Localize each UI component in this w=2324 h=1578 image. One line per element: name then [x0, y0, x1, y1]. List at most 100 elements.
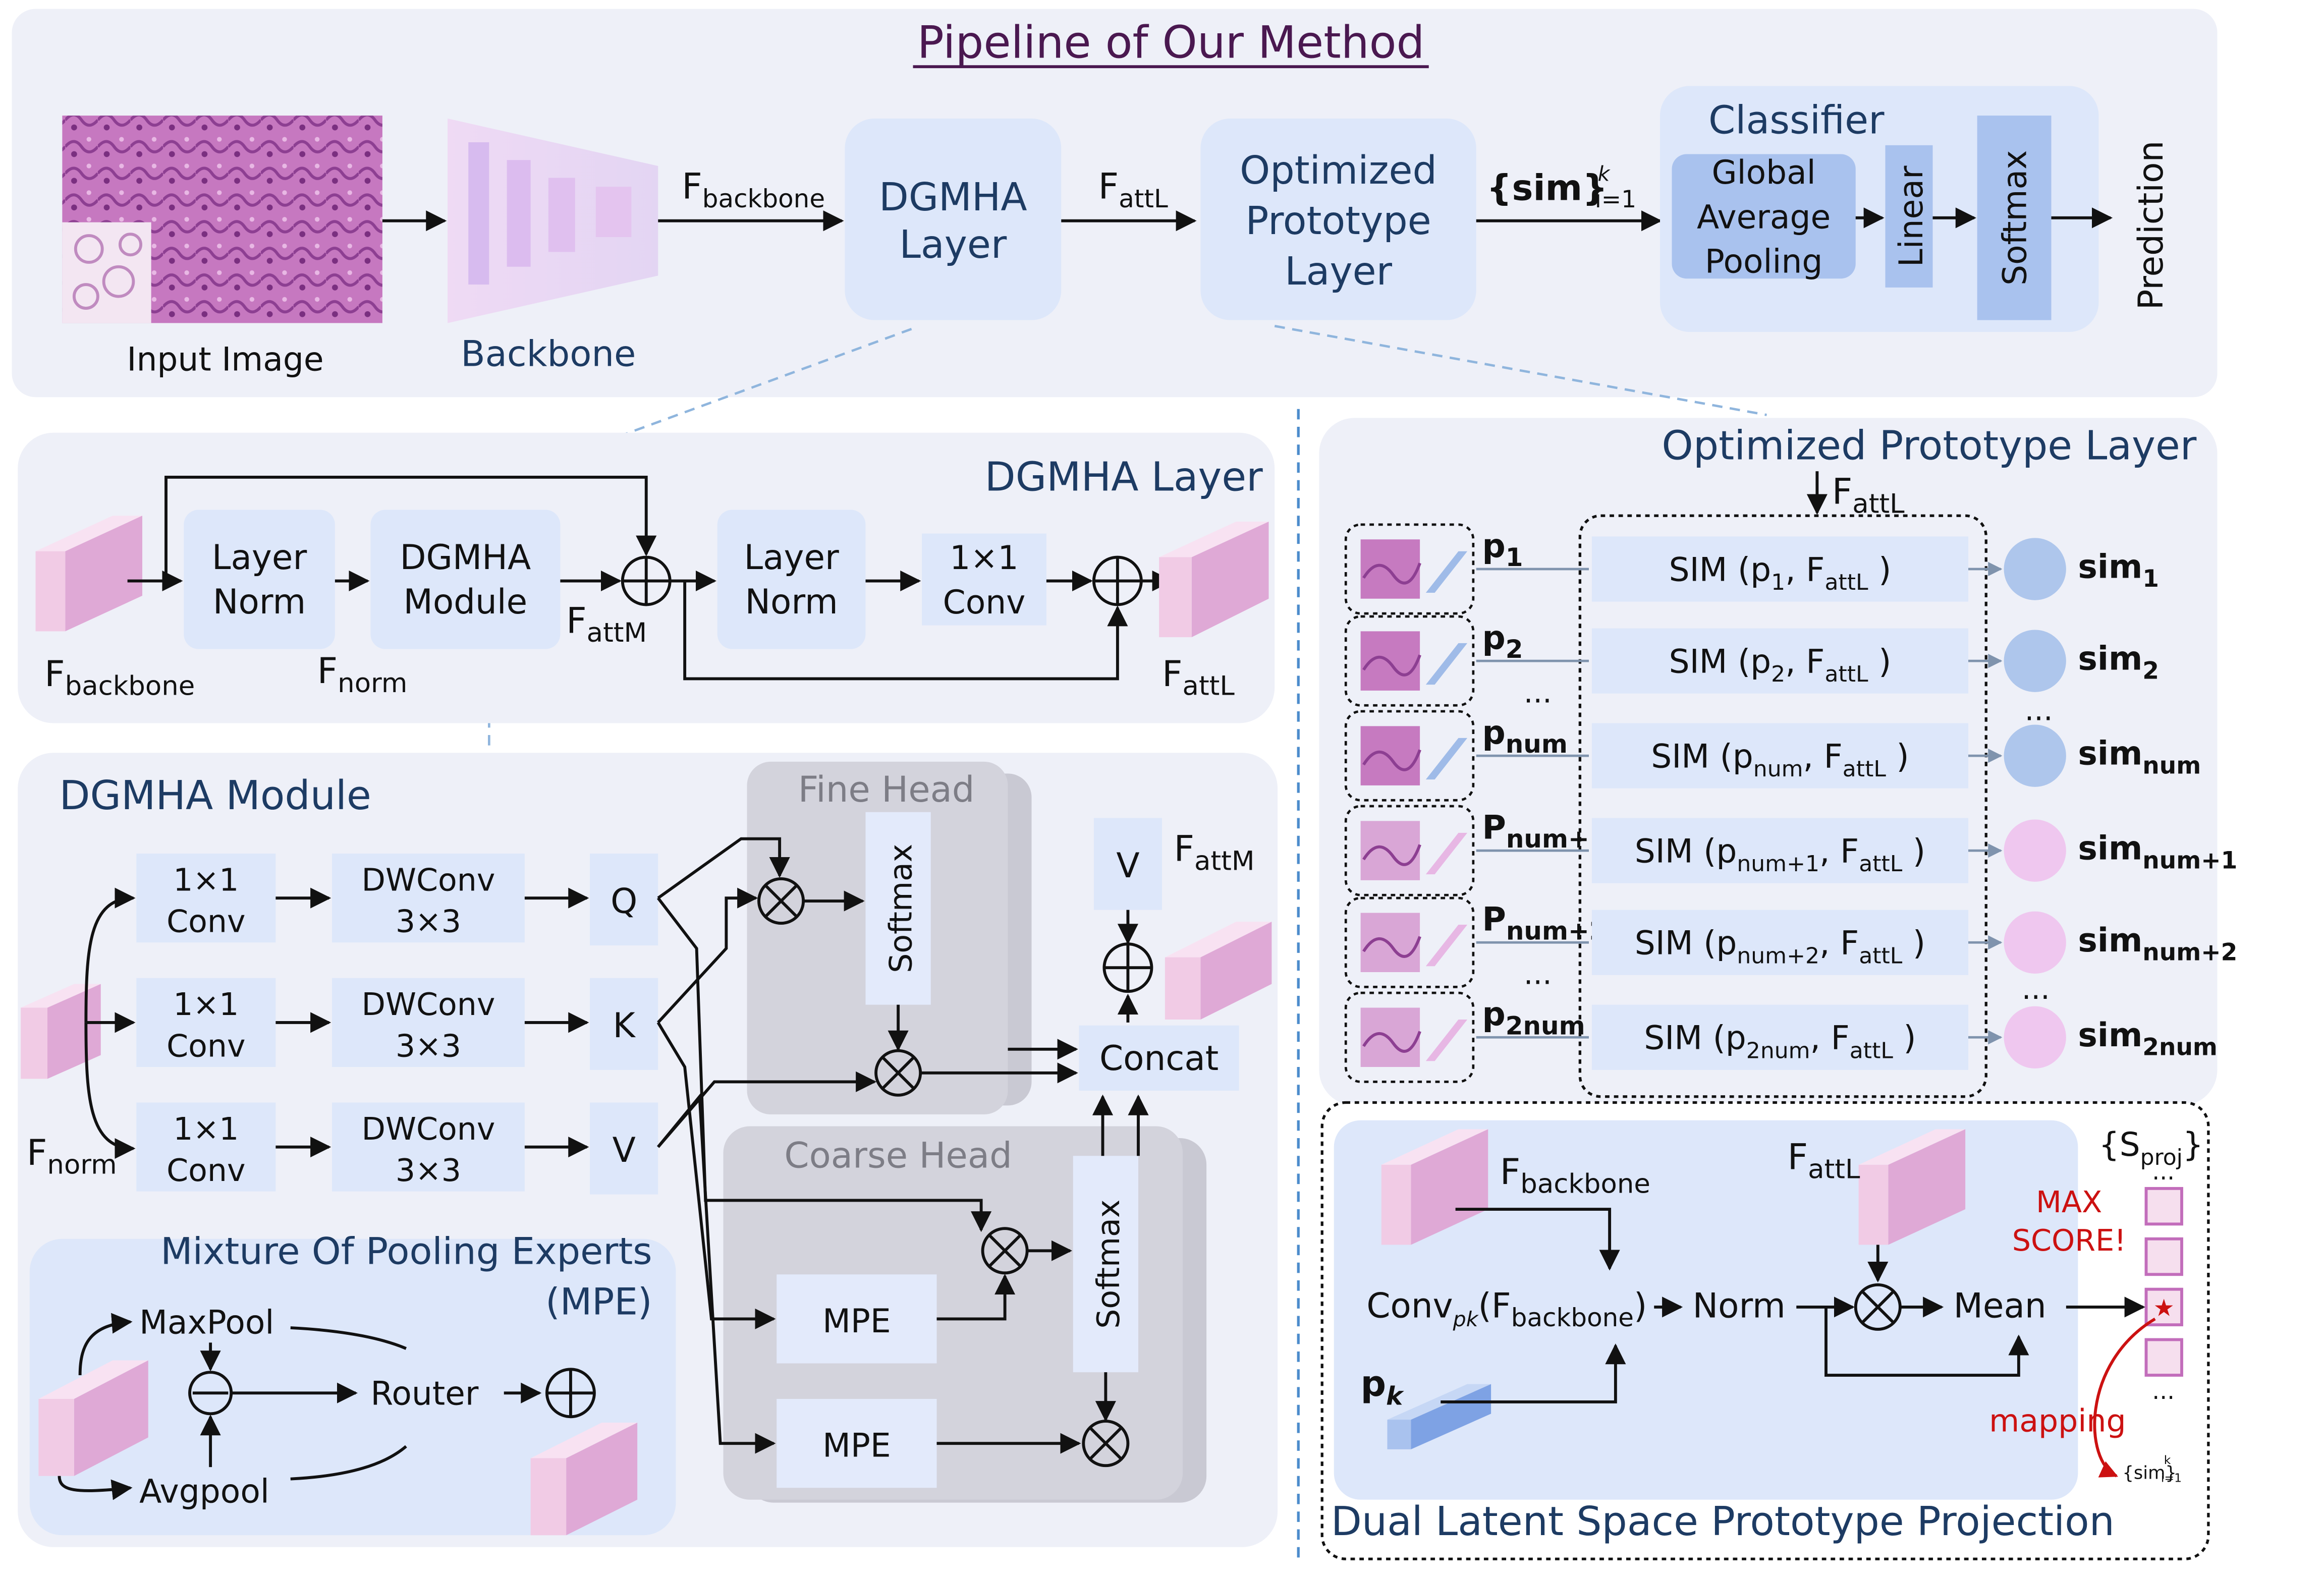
sim-box-text: SIM (pnum+2, FattL ) [1635, 925, 1925, 969]
mpe-box-1-text: MPE [822, 1303, 891, 1340]
proj-mean-text: Mean [1954, 1285, 2046, 1325]
dwconv-q-box [332, 854, 525, 943]
optimized-prototype-box [1200, 119, 1476, 320]
softmax-box [1977, 116, 2052, 320]
linear-box [1885, 145, 1933, 288]
classifier-title: Classifier [1708, 98, 1885, 143]
v-box [590, 1102, 658, 1195]
prototype-label: p2 [1482, 619, 1523, 664]
sim-box-text: SIM (pnum, FattL ) [1651, 738, 1909, 782]
fine-head: Fine Head Softmax [747, 761, 1032, 1114]
v-text: V [613, 1130, 636, 1170]
dwconv-k-box [332, 978, 525, 1067]
layernorm1-text2: Norm [213, 582, 306, 622]
sim-box-text: SIM (pnum+1, FattL ) [1635, 833, 1925, 877]
residual-add-2 [1092, 555, 1143, 606]
proto-ellipsis-2: ... [1524, 956, 1552, 991]
k-text: K [613, 1005, 636, 1045]
sim-output-label: sim2num [2078, 1017, 2218, 1061]
dgmha-fattm-label: FattM [566, 600, 647, 648]
mpe-title-2: (MPE) [545, 1281, 652, 1324]
prototype-thumb-frame [1344, 805, 1475, 896]
sim-output-circle [2004, 630, 2066, 692]
proj-fbackbone-label: Fbackbone [1500, 1151, 1650, 1200]
f-attl-label: FattL [1098, 166, 1168, 214]
sim-box [1591, 628, 1968, 694]
router-text: Router [370, 1375, 479, 1413]
sproj-cell-3 [2144, 1287, 2183, 1327]
layernorm2-text2: Norm [745, 582, 838, 622]
fine-head-title: Fine Head [798, 769, 975, 810]
concat-v-box [1093, 818, 1162, 910]
conv-v-text1: 1×1 [173, 1111, 239, 1147]
prototype-label: p2num [1482, 996, 1585, 1041]
prototype-layer-title: Optimized Prototype Layer [1662, 422, 2196, 469]
conv-k-box [136, 978, 276, 1067]
avgpool-text: Avgpool [139, 1473, 269, 1511]
sim-group-frame [1578, 514, 1987, 1098]
q-box [590, 854, 658, 946]
projection-title: Dual Latent Space Prototype Projection [1331, 1498, 2115, 1545]
dgmha-output-cuboid [1159, 522, 1269, 638]
fine-softmax-text: Softmax [883, 844, 919, 973]
sim-output-label: simnum [2078, 735, 2201, 780]
layernorm1-box [184, 510, 335, 649]
coarse-multiply-2 [1082, 1420, 1130, 1468]
prototype-thumb-frame [1344, 991, 1475, 1083]
sim-output-label: simnum+2 [2078, 922, 2237, 967]
dgmha-module-box [370, 510, 561, 649]
pk-label: pk [1361, 1363, 1404, 1411]
prototype-patch-texture [1362, 654, 1421, 677]
gap-text3: Pooling [1705, 243, 1823, 280]
mpe-panel: Mixture Of Pooling Experts (MPE) MaxPool… [29, 1230, 676, 1536]
dgmha-module-title: DGMHA Module [60, 772, 371, 819]
dgmha-layer-text2: Layer [899, 222, 1007, 267]
coarse-head-title: Coarse Head [784, 1135, 1012, 1176]
dwconv-v-box [332, 1102, 525, 1192]
mpe-input-cuboid [38, 1360, 148, 1476]
sproj-cell-2 [2144, 1237, 2183, 1276]
coarse-head: Coarse Head MPE MPE Softmax [723, 1126, 1207, 1503]
sim-ellipsis-1: ... [2025, 693, 2053, 727]
sim-small-label: {sim} [2123, 1463, 2177, 1484]
concat-v-text: V [1116, 846, 1139, 885]
prototype-vector-cuboid [1425, 1020, 1468, 1061]
conv-q-text2: Conv [167, 904, 245, 940]
mpe-box-1 [777, 1274, 937, 1364]
mpe-box-2 [777, 1399, 937, 1488]
k-box [590, 978, 658, 1070]
softmax-text: Softmax [1997, 150, 2034, 286]
conv1x1-text1: 1×1 [950, 539, 1018, 577]
pipeline-panel: Pipeline of Our Method Input Image Backb… [12, 9, 2218, 398]
sim-output-label: simnum+1 [2078, 830, 2237, 875]
residual-add-1 [621, 555, 672, 606]
mpe-title-1: Mixture Of Pooling Experts [160, 1230, 652, 1273]
layernorm1-text1: Layer [212, 537, 307, 577]
prototype-thumb-frame [1344, 710, 1475, 802]
proj-fattl-label: FattL [1788, 1137, 1860, 1185]
maxpool-text: MaxPool [139, 1304, 274, 1342]
sim-set-sub: i=1 [1595, 186, 1636, 213]
dgmha-layer-panel: DGMHA Layer Fbackbone Layer Norm Fnorm D… [18, 432, 1275, 723]
q-text: Q [611, 881, 637, 921]
dgmha-fbackbone-label: Fbackbone [44, 653, 195, 702]
mapping-text: mapping [1989, 1403, 2126, 1439]
prototype-patch-texture [1362, 844, 1421, 866]
coarse-softmax-box [1073, 1156, 1138, 1373]
projection-panel: Dual Latent Space Prototype Projection F… [1320, 1101, 2210, 1560]
max-star-icon: ★ [2153, 1294, 2175, 1322]
conv-q-text1: 1×1 [173, 862, 239, 898]
mpe-output-cuboid [530, 1423, 638, 1536]
prototype-thumb-frame [1344, 523, 1475, 615]
sim-output-label: sim1 [2078, 548, 2159, 593]
sproj-cell-1 [2144, 1187, 2183, 1226]
prototype-vector-cuboid [1425, 551, 1468, 593]
dgmha-fnorm-label: Fnorm [317, 650, 408, 699]
sproj-ellipsis-bottom: ... [2152, 1377, 2175, 1405]
input-image-label: Input Image [127, 341, 323, 378]
